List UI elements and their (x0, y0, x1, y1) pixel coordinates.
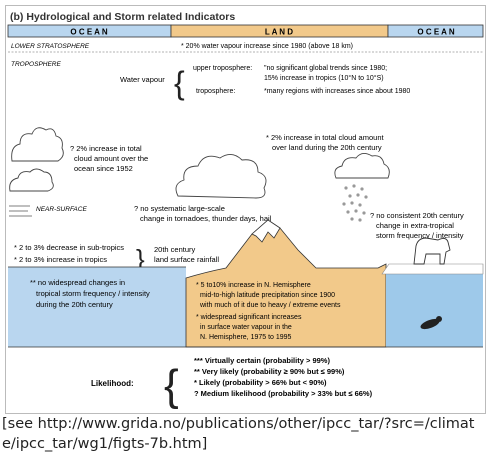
land-text-3: with much of it due to heavy / extreme e… (199, 302, 341, 309)
upper-troposphere-label: upper troposphere: (193, 65, 252, 72)
rainfall-label-2: land surface rainfall (154, 255, 219, 264)
extra-tropical-text-3: storm frequency / intensity (376, 231, 464, 240)
stratosphere-text: * 20% water vapour increase since 1980 (… (181, 43, 353, 50)
land-cloud-text-1: * 2% increase in total cloud amount (266, 133, 384, 142)
ocean-cloud-text-1: ? 2% increase in total (70, 144, 142, 153)
ocean-right-area (386, 271, 483, 347)
ocean-cloud-text-2: cloud amount over the (74, 154, 148, 163)
extra-tropical-text-1: ? no consistent 20th century (370, 211, 464, 220)
lower-troposphere-label: troposphere: (196, 88, 235, 95)
rainfall-subtropics-text: * 2 to 3% decrease in sub-tropics (14, 243, 124, 252)
land-text-5: in surface water vapour in the (200, 324, 292, 331)
tornado-text-2: change in tornadoes, thunder days, hail (140, 214, 272, 223)
water-vapour-label: Water vapour (120, 75, 165, 84)
near-surface-label: NEAR-SURFACE (36, 206, 87, 213)
lower-stratosphere-label: LOWER STRATOSPHERE (11, 43, 90, 50)
upper-troposphere-text-2: 15% increase in tropics (10°N to 10°S) (264, 74, 384, 82)
ocean-storm-text-1: ** no widespread changes in (30, 278, 125, 287)
rainfall-label-1: 20th century (154, 245, 196, 254)
penguin-icon (420, 316, 442, 330)
snow-cap-icon (251, 219, 281, 243)
source-caption: [see http://www.grida.no/publications/ot… (2, 416, 475, 452)
land-text-2: mid-to-high latitude precipitation since… (200, 292, 335, 299)
likelihood-label: Likelihood: (91, 379, 134, 388)
wind-lines-icon (9, 205, 32, 217)
polar-bear-icon (413, 237, 451, 265)
land-text-4: * widespread significant increases (196, 314, 302, 321)
header-ocean-left-label: O C E A N (70, 28, 107, 37)
water-vapour-brace: { (174, 65, 185, 101)
diagram-frame: (b) Hydrological and Storm related Indic… (5, 5, 486, 414)
likelihood-item-4: ? Medium likelihood (probability > 33% b… (194, 389, 373, 398)
likelihood-item-1: *** Virtually certain (probability > 99%… (194, 356, 330, 365)
troposphere-label: TROPOSPHERE (11, 61, 62, 68)
land-text-6: N. Hemisphere, 1975 to 1995 (200, 334, 292, 341)
indicators-diagram: (b) Hydrological and Storm related Indic… (7, 11, 484, 410)
likelihood-brace: { (164, 361, 179, 410)
diagram-title: (b) Hydrological and Storm related Indic… (10, 11, 235, 23)
land-text-1: * 5 to10% increase in N. Hemisphere (196, 282, 311, 289)
land-cloud-text-2: over land during the 20th century (272, 143, 382, 152)
ocean-storm-text-3: during the 20th century (36, 300, 113, 309)
ocean-storm-text-2: tropical storm frequency / intensity (36, 289, 150, 298)
header-land-label: L A N D (265, 28, 293, 37)
ocean-cloud-icon (9, 127, 64, 192)
rainfall-brace: } (136, 244, 145, 274)
header-ocean-right-label: O C E A N (417, 28, 454, 37)
extra-tropical-text-2: change in extra-tropical (376, 221, 454, 230)
ocean-cloud-text-3: ocean since 1952 (74, 164, 133, 173)
likelihood-item-3: * Likely (probability > 66% but < 90%) (194, 378, 327, 387)
tornado-text-1: ? no systematic large-scale (134, 204, 225, 213)
likelihood-item-2: ** Very likely (probability ≥ 90% but ≤ … (194, 367, 345, 376)
ice-shelf-icon (381, 263, 484, 275)
storm-cloud-icon (334, 153, 390, 179)
hail-dots-icon (342, 184, 368, 222)
ocean-left-area (8, 267, 186, 347)
header-ocean-right (387, 24, 484, 38)
upper-troposphere-text-1: "no significant global trends since 1980… (264, 65, 387, 72)
land-cloud-icon (175, 154, 267, 199)
rainfall-tropics-text: * 2 to 3% increase in tropics (14, 255, 107, 264)
lower-troposphere-text: *many regions with increases since about… (264, 88, 410, 95)
land-area (185, 219, 387, 348)
